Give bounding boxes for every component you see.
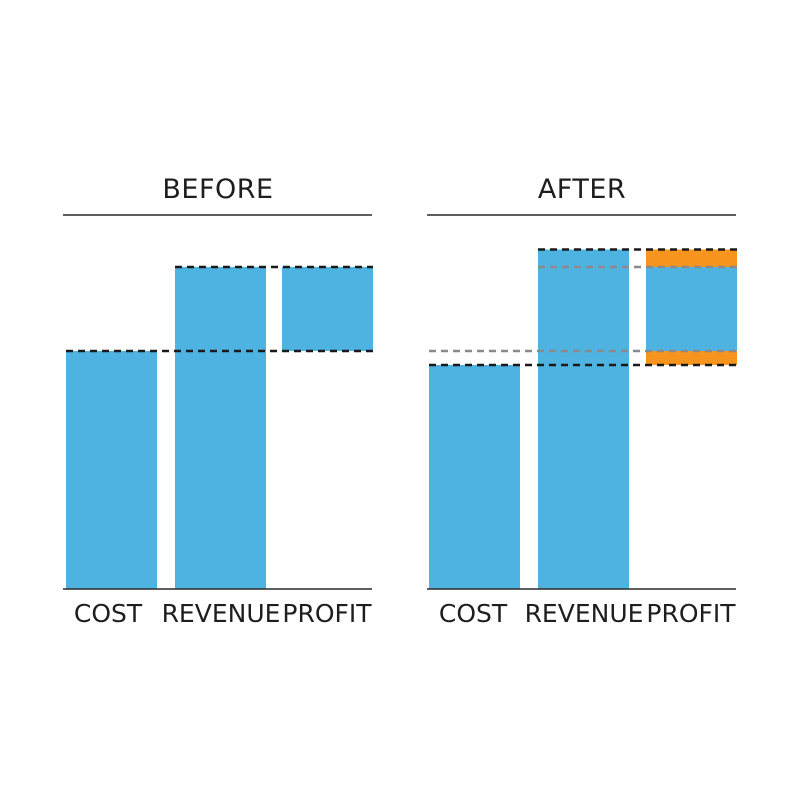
after-highlight-profit-0 [646,249,737,267]
before-label-profit: PROFIT [282,599,372,628]
before-bar-revenue [175,267,266,589]
after-panel-title: AFTER [537,174,627,205]
after-highlight-profit-1 [646,351,737,365]
after-label-profit: PROFIT [646,599,736,628]
before-panel-title: BEFORE [162,174,274,205]
before-label-cost: COST [73,599,143,628]
after-label-cost: COST [438,599,508,628]
after-label-revenue: REVENUE [524,599,644,628]
after-bar-revenue [538,249,629,589]
after-bar-profit [646,249,737,365]
before-bar-profit [282,267,373,351]
after-bar-cost [429,365,520,589]
before-label-revenue: REVENUE [161,599,281,628]
before-bar-cost [66,351,157,589]
